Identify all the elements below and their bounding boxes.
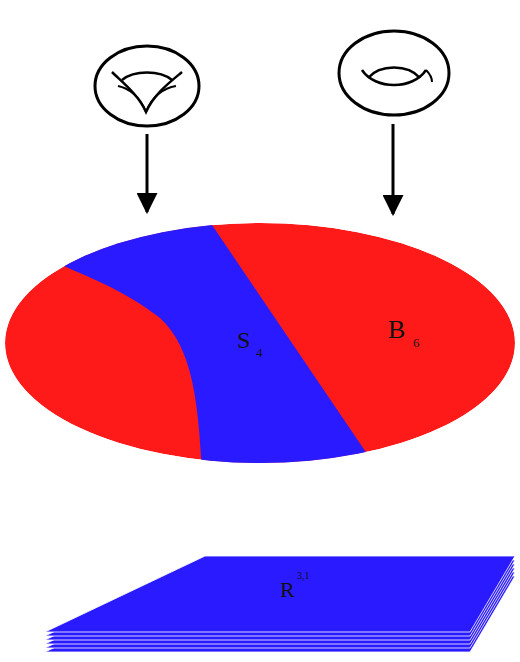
projection-arrow [392,124,395,214]
base-region [5,222,515,470]
smooth-torus [339,31,449,115]
space-superscript: 3,1 [297,571,310,581]
discriminant-band [55,222,378,470]
region-symbol: B [388,317,405,343]
region-subscript: 4 [256,346,263,359]
space-symbol: R [280,579,295,601]
brane-sheet [45,556,515,632]
spacetime-stack [45,556,515,652]
region-symbol: S [237,328,250,352]
singular-torus [95,46,199,126]
region-subscript: 6 [413,336,420,349]
projection-arrow [146,134,149,212]
